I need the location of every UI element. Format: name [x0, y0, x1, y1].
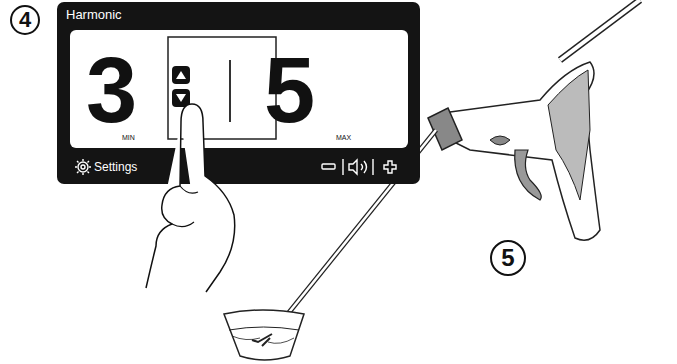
- callout-number: 4: [10, 5, 40, 35]
- water-cup: [224, 310, 304, 360]
- screen-icon: [384, 161, 396, 173]
- screen-icon: [176, 94, 186, 102]
- handle: [450, 62, 600, 240]
- rotation-knob: [428, 108, 462, 150]
- screen-icon: [322, 164, 335, 169]
- callout-number: 5: [501, 246, 514, 270]
- power-level: 5: [264, 44, 315, 136]
- jaw-tip: [252, 334, 272, 346]
- cable: [560, 0, 640, 60]
- callout-number: 5: [490, 240, 526, 276]
- finger-crease: [172, 186, 198, 227]
- screen-icon: [361, 161, 367, 173]
- screen-icon: [229, 60, 231, 122]
- generator-screen: HarmonicSettings 3MIN 5MAX: [57, 2, 420, 184]
- screen-icon: [172, 66, 190, 84]
- screen-icon: [342, 159, 343, 175]
- screen-icon: [372, 159, 373, 175]
- trigger: [515, 150, 542, 200]
- button: [490, 136, 510, 145]
- screen-icon: [349, 160, 357, 174]
- screen-icon: [78, 162, 88, 172]
- screen-icon: [75, 159, 396, 175]
- screen-label: Harmonic: [66, 8, 122, 21]
- screen-label: Settings: [94, 161, 137, 173]
- screen-icon: [81, 165, 85, 169]
- screen-icon: [75, 159, 91, 175]
- screen-label: MIN: [122, 134, 135, 141]
- grip: [548, 70, 590, 200]
- screen-icon: [172, 89, 190, 107]
- power-level: 3: [86, 44, 137, 136]
- water-line: [229, 327, 299, 330]
- screen-label: MAX: [336, 134, 351, 141]
- callout-number: 4: [19, 9, 31, 31]
- cable: [560, 0, 640, 60]
- setting-panel: 3MIN 5MAX: [70, 30, 408, 148]
- screen-icon: [168, 37, 276, 139]
- screen-icon: [176, 71, 186, 79]
